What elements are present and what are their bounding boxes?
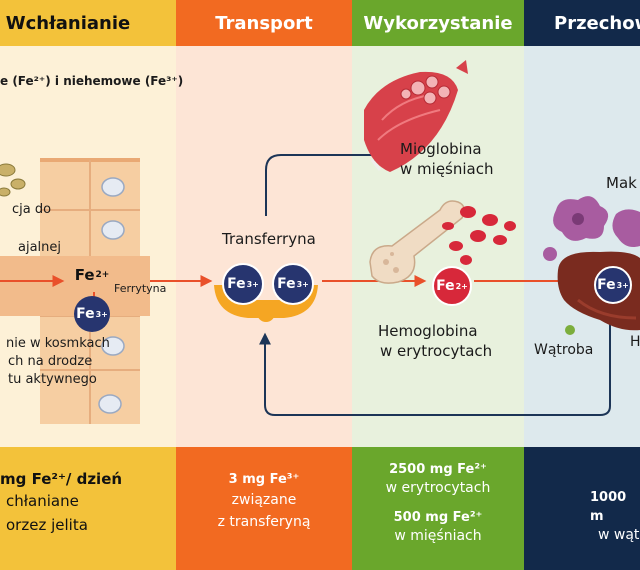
myoglobin-sublabel: w mięśniach: [400, 160, 494, 178]
storage-footer-text: 1000 m w wąt: [590, 490, 640, 543]
macrophage-illustration: [543, 196, 640, 261]
header-absorption: Wchłanianie: [0, 0, 176, 46]
header-transport: Transport: [176, 0, 352, 46]
hemoglobin-label: Hemoglobina: [378, 322, 478, 340]
header-usage: Wykorzystanie: [352, 0, 524, 46]
transferrin-illustration: [214, 285, 318, 322]
cut-letter-label: H: [630, 334, 640, 350]
muscle-illustration: [364, 60, 468, 172]
footer-usage: [352, 447, 524, 570]
header-storage: Przechow: [524, 0, 640, 46]
absorption-footer-text: mg Fe²⁺/ dzień chłaniane orzez jelita: [0, 470, 123, 534]
transport-footer-text: 3 mg Fe³⁺ związane z transferyną: [217, 472, 311, 530]
footer-absorption: [0, 447, 176, 570]
reduction-label: cja do: [12, 202, 52, 217]
liver-label: Wątroba: [534, 342, 594, 358]
transport-label-1: nie w kosmkach: [6, 336, 110, 351]
transport-label-3: tu aktywnego: [8, 372, 97, 387]
footer-storage: [524, 447, 640, 570]
intestinal-cells-illustration: [0, 158, 150, 424]
hemoglobin-sublabel: w erytrocytach: [380, 342, 493, 360]
food-illustration: [0, 163, 26, 197]
macrophage-label: Mak: [606, 174, 637, 192]
transferrin-label: Transferryna: [222, 230, 316, 248]
ferritin-label: Ferrytyna: [114, 282, 167, 295]
iron-types-label: e (Fe²⁺) i niehemowe (Fe³⁺): [0, 74, 184, 88]
usage-footer-text: 2500 mg Fe²⁺ w erytrocytach 500 mg Fe²⁺ …: [385, 462, 491, 544]
reduction-label-2: ajalnej: [18, 240, 62, 255]
myoglobin-label: Mioglobina: [400, 140, 482, 158]
transport-label-2: ch na drodze: [8, 354, 93, 369]
footer-transport: [176, 447, 352, 570]
erythrocytes-illustration: [442, 206, 516, 265]
